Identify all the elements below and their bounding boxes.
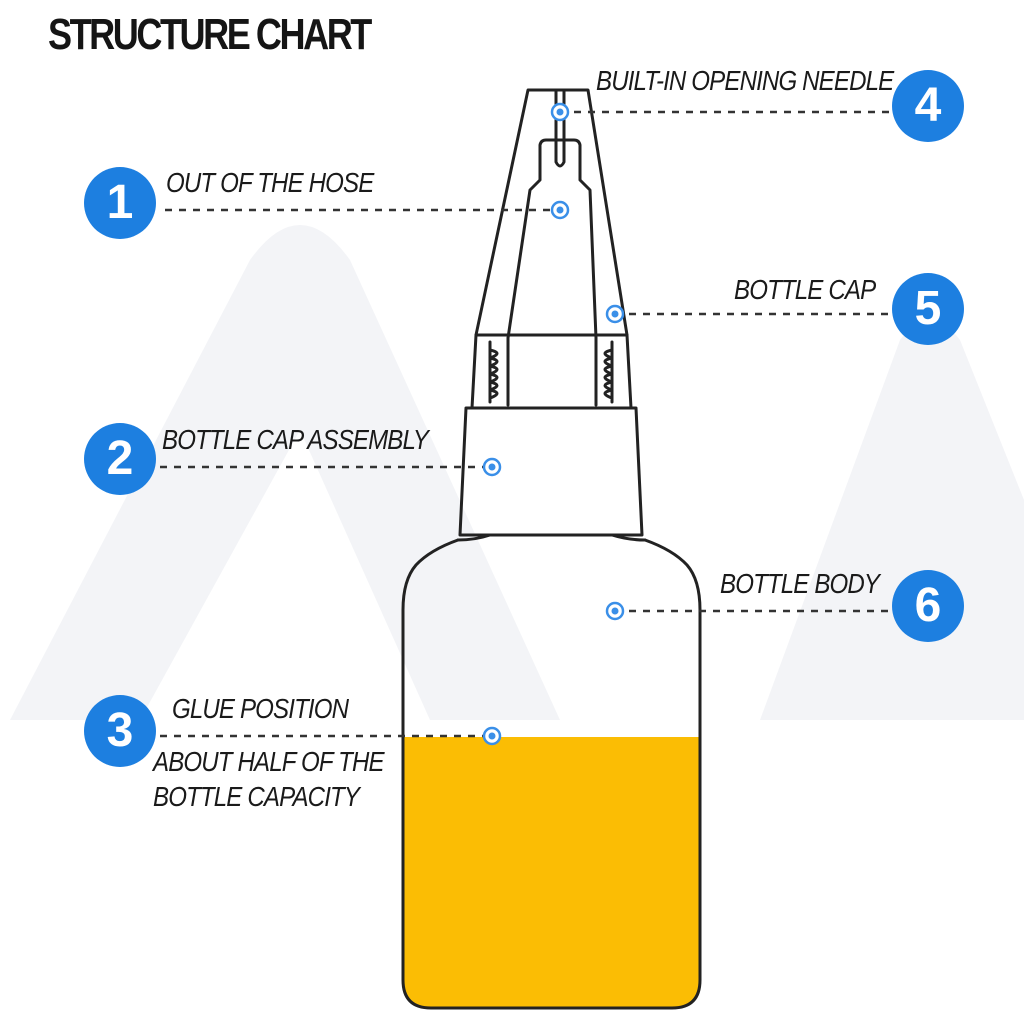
- needle-outline: [554, 88, 566, 168]
- cap-assembly-outline: [458, 406, 644, 537]
- callout-label-4: BUILT-IN OPENING NEEDLE: [596, 65, 894, 96]
- bottle-cap-outline: [474, 88, 629, 337]
- callout-label-5: BOTTLE CAP: [734, 274, 876, 305]
- callout-sublabel-3-line2: BOTTLE CAPACITY: [153, 781, 360, 812]
- callout-label-3: GLUE POSITION: [172, 693, 349, 724]
- callout-badge-1: 1: [84, 167, 156, 239]
- callout-badge-3: 3: [84, 695, 156, 767]
- callout-badge-5: 5: [892, 273, 964, 345]
- target-dot-6: [605, 601, 625, 621]
- callout-label-1: OUT OF THE HOSE: [166, 167, 374, 198]
- glue-fill: [403, 737, 700, 1008]
- bottle-body-outline: [401, 538, 702, 1010]
- callout-badge-4: 4: [892, 70, 964, 142]
- target-dot-2: [482, 457, 502, 477]
- callout-label-2: BOTTLE CAP ASSEMBLY: [162, 424, 429, 455]
- callout-badge-2: 2: [84, 423, 156, 495]
- page-title: STRUCTURE CHART: [48, 10, 372, 59]
- target-dot-4: [550, 102, 570, 122]
- callout-sublabel-3-line1: ABOUT HALF OF THE: [153, 746, 385, 777]
- target-dot-5: [605, 304, 625, 324]
- target-dot-1: [550, 200, 570, 220]
- callout-label-6: BOTTLE BODY: [720, 568, 880, 599]
- callout-badge-6: 6: [892, 570, 964, 642]
- target-dot-3: [482, 726, 502, 746]
- hose-outline: [506, 138, 598, 340]
